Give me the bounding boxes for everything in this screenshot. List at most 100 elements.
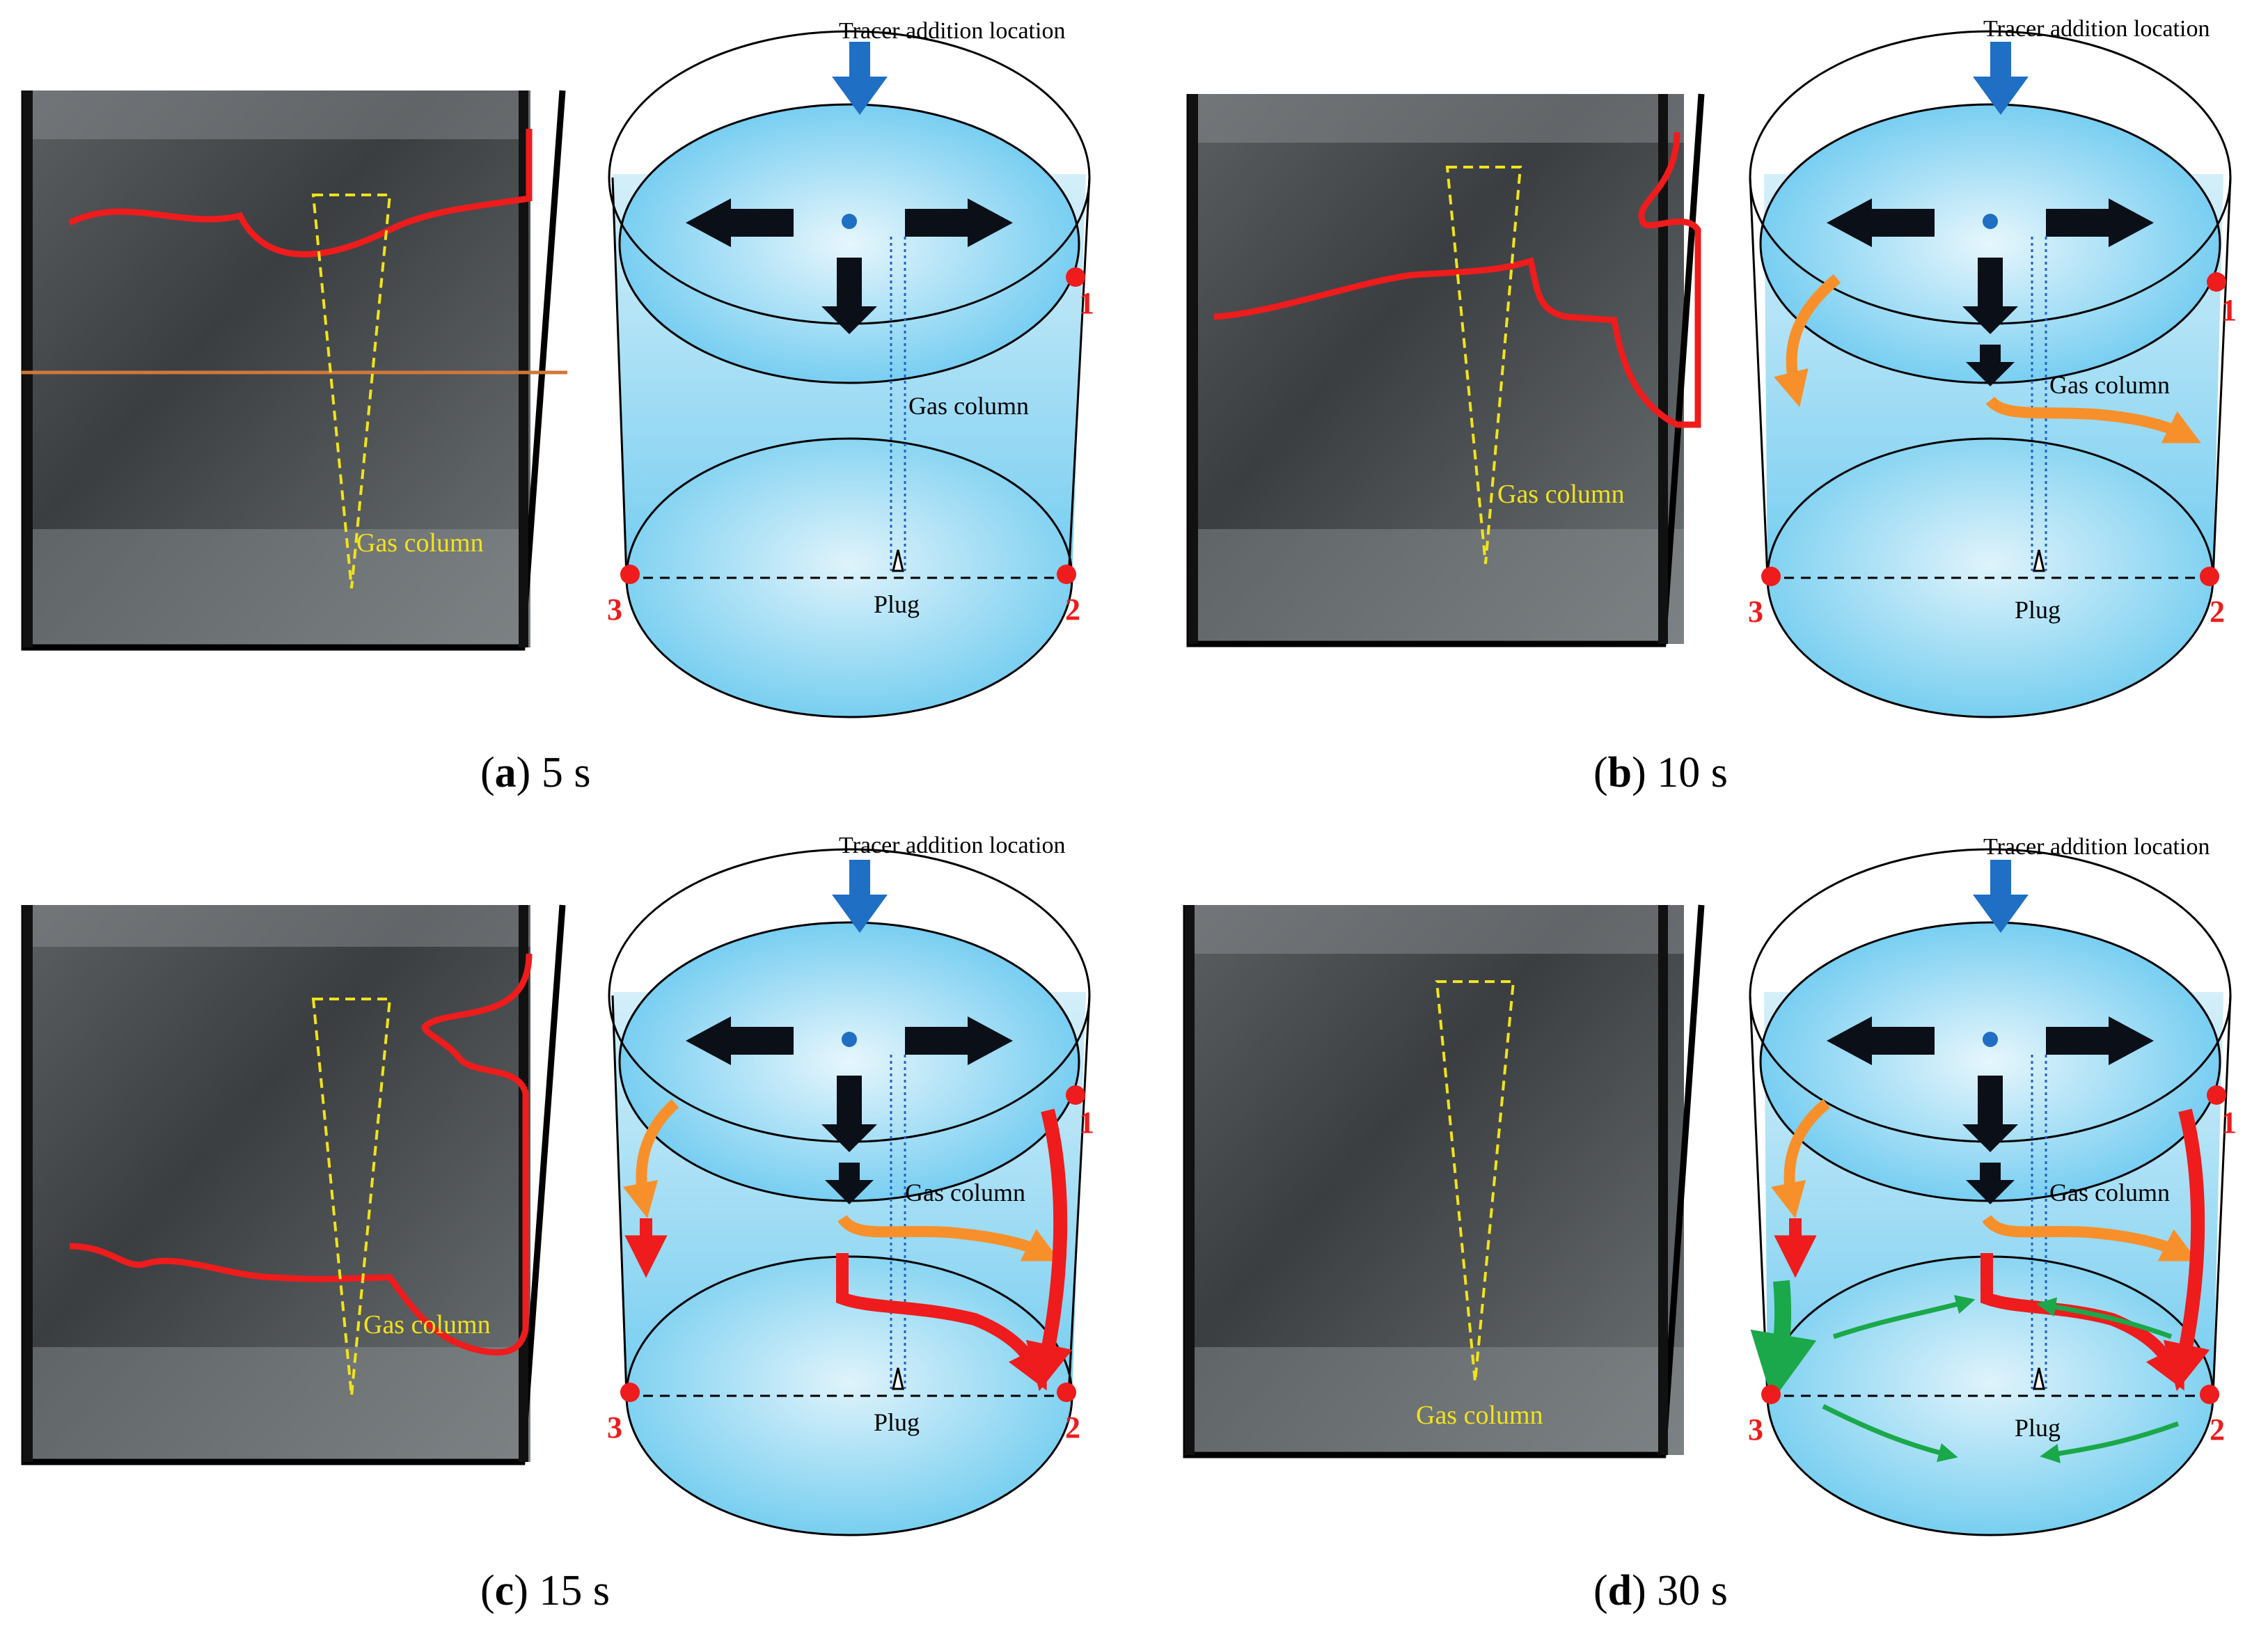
tracer-arrow-icon xyxy=(1973,860,2029,933)
down-flow-arrow-icon xyxy=(1962,258,2018,334)
schematic: Tracer addition location Gas column Plug… xyxy=(1748,16,2237,718)
liquid-surface xyxy=(1759,921,2221,1202)
point-2-marker xyxy=(1057,565,1076,584)
red-side-flow-arrow xyxy=(1025,1108,1073,1392)
gas-column-label: Gas column xyxy=(2049,371,2170,399)
gas-column-dotted xyxy=(890,237,906,571)
tracer-label: Tracer addition location xyxy=(839,833,1065,858)
point-1-label: 1 xyxy=(1079,1106,1094,1140)
right-flow-arrow-icon xyxy=(2046,1016,2154,1065)
liquid-surface xyxy=(618,103,1080,384)
left-flow-arrow-icon xyxy=(1827,198,1935,247)
down-flow-arrow-small-icon xyxy=(1966,345,2015,386)
tracer-front-line xyxy=(69,953,533,1356)
schematic: Tracer addition location Gas column Plug… xyxy=(1748,834,2237,1536)
gas-column-photo-label: Gas column xyxy=(356,528,484,558)
panel-d-caption: (d) 30 s xyxy=(1593,1567,1728,1614)
panel-b-figure: Gas column Tracer addition location Ga xyxy=(1186,16,2237,718)
point-1-marker xyxy=(2207,1085,2226,1105)
liquid-surface xyxy=(1759,103,2221,384)
orange-wall-flow-arrow xyxy=(1773,274,1841,407)
gas-column-photo-label: Gas column xyxy=(1497,480,1625,509)
plug-label: Plug xyxy=(874,590,920,618)
panel-b: Gas column Tracer addition location Ga xyxy=(1134,0,2268,818)
panel-a: Gas column Tracer addition location Gas … xyxy=(0,0,1134,818)
plug-icon xyxy=(892,549,904,572)
experiment-photo: Gas column xyxy=(21,90,567,651)
orange-plume-flow-arrow xyxy=(1982,1214,2198,1261)
gas-column-dotted xyxy=(2031,237,2047,571)
orange-plume-flow-arrow xyxy=(1985,396,2201,443)
left-flow-arrow-icon xyxy=(1827,1016,1935,1065)
gas-column-photo-label: Gas column xyxy=(363,1310,491,1339)
point-3-label: 3 xyxy=(607,1410,622,1445)
injection-point xyxy=(842,214,857,229)
tracer-label: Tracer addition location xyxy=(1983,834,2210,860)
tracer-arrow-icon xyxy=(832,860,888,933)
red-side-flow-arrow xyxy=(2163,1108,2210,1392)
point-3-label: 3 xyxy=(1748,1413,1763,1447)
gas-column-label: Gas column xyxy=(905,1179,1025,1206)
right-flow-arrow-icon xyxy=(905,198,1013,247)
liquid-surface xyxy=(618,921,1080,1202)
green-bottom-flow-arrow-3 xyxy=(1822,1403,1958,1463)
point-1-label: 1 xyxy=(1079,286,1094,320)
panel-b-caption: (b) 10 s xyxy=(1593,749,1728,796)
point-2-label: 2 xyxy=(2210,1413,2225,1447)
green-bottom-flow-arrow-2 xyxy=(2036,1297,2173,1339)
point-3-label: 3 xyxy=(1748,595,1763,629)
gas-column-dashed xyxy=(1435,980,1515,1383)
tracer-arrow-icon xyxy=(1973,42,2029,115)
gas-column-dotted xyxy=(2031,1055,2047,1389)
red-plume-flow-arrow xyxy=(836,1253,1047,1391)
injection-point xyxy=(842,1032,857,1047)
right-flow-arrow-icon xyxy=(2046,198,2154,247)
plug-icon xyxy=(2033,1367,2045,1390)
orange-wall-flow-arrow xyxy=(622,1099,679,1219)
panel-d-figure: Gas column xyxy=(1183,834,2237,1536)
tracer-label: Tracer addition location xyxy=(839,18,1065,44)
plug-icon xyxy=(892,1367,904,1390)
plug-label: Plug xyxy=(2015,596,2061,624)
gas-column-dashed xyxy=(311,194,392,589)
injection-point xyxy=(1983,1032,1998,1047)
down-flow-arrow-small-icon xyxy=(825,1163,874,1204)
gas-column-label: Gas column xyxy=(908,392,1029,420)
experiment-photo: Gas column xyxy=(1183,904,1705,1458)
point-1-marker xyxy=(1066,1085,1085,1105)
orange-wall-flow-arrow xyxy=(1770,1099,1831,1219)
gas-column-dashed xyxy=(311,998,392,1397)
left-flow-arrow-icon xyxy=(686,198,794,247)
green-bottom-flow-arrow-4 xyxy=(2040,1421,2180,1463)
panel-d: Gas column xyxy=(1134,818,2268,1636)
point-3-label: 3 xyxy=(607,592,622,627)
point-3-marker xyxy=(620,1383,640,1402)
panel-c-caption: (c) 15 s xyxy=(480,1567,610,1614)
right-flow-arrow-icon xyxy=(905,1016,1013,1065)
point-2-label: 2 xyxy=(1065,592,1080,627)
point-1-label: 1 xyxy=(2221,293,2237,327)
tracer-arrow-icon xyxy=(832,42,888,115)
schematic: Tracer addition location Gas column Plug… xyxy=(607,18,1094,718)
down-flow-arrow-icon xyxy=(821,258,877,334)
gas-column-dotted xyxy=(890,1055,906,1389)
gas-column-photo-label: Gas column xyxy=(1416,1401,1543,1430)
point-3-marker xyxy=(1761,1385,1781,1404)
point-2-marker xyxy=(1057,1383,1076,1402)
gas-column-label: Gas column xyxy=(2049,1179,2170,1206)
plug-label: Plug xyxy=(874,1408,920,1436)
panel-a-caption: (a) 5 s xyxy=(480,749,591,796)
down-flow-arrow-icon xyxy=(1962,1076,2018,1152)
down-flow-arrow-small-icon xyxy=(1966,1163,2015,1204)
point-2-marker xyxy=(2200,567,2219,586)
down-flow-arrow-icon xyxy=(821,1076,877,1152)
tracer-front-line xyxy=(68,129,533,258)
plug-label: Plug xyxy=(2015,1414,2061,1442)
plug-icon xyxy=(2033,549,2045,572)
left-flow-arrow-icon xyxy=(686,1016,794,1065)
green-bottom-flow-arrow-1 xyxy=(1832,1295,1976,1339)
green-wall-flow-arrow xyxy=(1750,1280,1817,1401)
point-2-marker xyxy=(2200,1385,2219,1404)
point-1-marker xyxy=(2207,272,2226,292)
tracer-front-line xyxy=(1213,132,1701,428)
